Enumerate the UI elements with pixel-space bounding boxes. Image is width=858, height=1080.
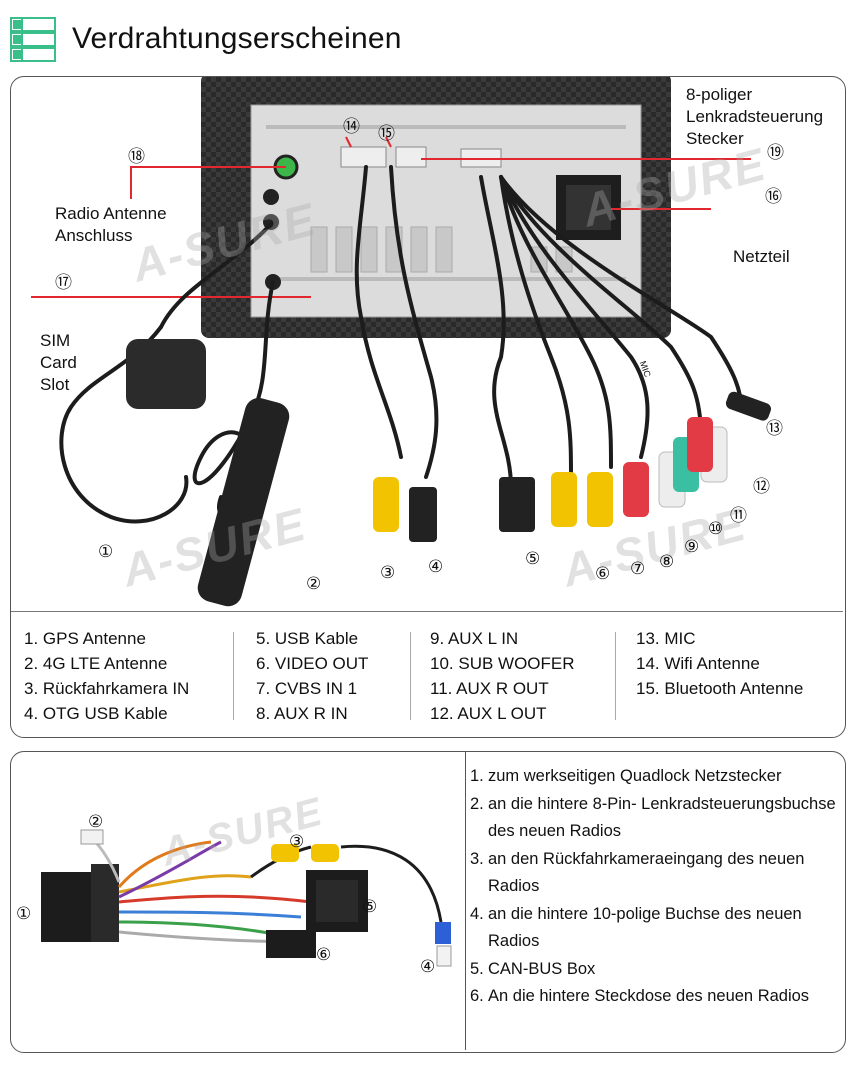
legend-column-3: 9. AUX L IN 10. SUB WOOFER 11. AUX R OUT… xyxy=(430,626,575,726)
legend-column-2: 5. USB Kable 6. VIDEO OUT 7. CVBS IN 1 8… xyxy=(256,626,368,726)
harness-number-4: ④ xyxy=(420,957,436,976)
number-16: ⑯ xyxy=(765,187,782,206)
lte-antenna xyxy=(197,398,290,607)
number-17: ⑰ xyxy=(55,273,72,292)
number-4: ④ xyxy=(428,557,444,576)
head-unit-illustration xyxy=(31,77,772,607)
legend-divider xyxy=(410,632,411,720)
legend-column-4: 13. MIC 14. Wifi Antenne 15. Bluetooth A… xyxy=(636,626,803,701)
number-8: ⑧ xyxy=(659,552,675,571)
harness-number-2: ② xyxy=(88,812,104,831)
head-unit-photo xyxy=(11,77,843,612)
legend-item: 4. OTG USB Kable xyxy=(24,704,168,723)
rca-plugs xyxy=(373,391,772,542)
harness-number-1: ① xyxy=(16,904,32,923)
list-item: 2.an die hintere 8-Pin- Lenkradsteuerung… xyxy=(470,794,836,841)
legend-item: 9. AUX L IN xyxy=(430,629,519,648)
number-12: ⑫ xyxy=(753,477,770,496)
power-label: Netzteil xyxy=(733,247,790,266)
number-6: ⑥ xyxy=(595,564,611,583)
legend-item: 7. CVBS IN 1 xyxy=(256,679,358,698)
sim-card-slot-label: SIM Card Slot xyxy=(40,331,77,394)
number-15: ⑮ xyxy=(378,124,395,143)
legend-item: 14. Wifi Antenne xyxy=(636,654,760,673)
number-9: ⑨ xyxy=(684,537,700,556)
steering-connector-label: 8-poliger Lenkradsteuerung Stecker xyxy=(686,85,824,148)
radio-antenna-label: Radio Antenne Anschluss xyxy=(55,204,167,245)
rear-socket-connector xyxy=(266,930,316,958)
number-2: ② xyxy=(306,574,322,593)
legend-item: 6. VIDEO OUT xyxy=(256,654,369,673)
number-13: ⑬ xyxy=(766,419,783,438)
number-14: ⑭ xyxy=(343,117,360,136)
legend-divider xyxy=(615,632,616,720)
list-item: 3.an den Rückfahrkameraeingang des neuen… xyxy=(470,849,805,896)
legend-column-1: 1. GPS Antenne 2. 4G LTE Antenne 3. Rück… xyxy=(24,626,189,726)
list-icon xyxy=(10,17,56,62)
number-5: ⑤ xyxy=(525,549,541,568)
legend-item: 8. AUX R IN xyxy=(256,704,348,723)
legend-item: 3. Rückfahrkamera IN xyxy=(24,679,190,698)
number-18: ⑱ xyxy=(128,147,145,166)
legend-item: 1. GPS Antenne xyxy=(24,629,146,648)
number-10: ⑩ xyxy=(708,519,724,538)
harness-photo xyxy=(11,752,466,1050)
list-item: 4.an die hintere 10-polige Buchse des ne… xyxy=(470,904,802,951)
harness-number-5: ⑤ xyxy=(362,897,378,916)
legend-item: 12. AUX L OUT xyxy=(430,704,547,723)
legend-item: 10. SUB WOOFER xyxy=(430,654,575,673)
gps-antenna-puck xyxy=(126,339,206,409)
harness-list: 1.zum werkseitigen Quadlock Netzstecker … xyxy=(470,763,850,1011)
harness-panel xyxy=(10,751,846,1053)
harness-number-3: ③ xyxy=(289,832,305,851)
harness-number-6: ⑥ xyxy=(316,945,332,964)
list-item: 6.An die hintere Steckdose des neuen Rad… xyxy=(470,987,810,1005)
list-item: 1.zum werkseitigen Quadlock Netzstecker xyxy=(470,767,782,785)
number-11: ⑪ xyxy=(730,506,747,525)
list-item: 5.CAN-BUS Box xyxy=(470,959,596,978)
number-19: ⑲ xyxy=(767,143,784,162)
legend-divider xyxy=(233,632,234,720)
number-3: ③ xyxy=(380,563,396,582)
legend-item: 11. AUX R OUT xyxy=(430,679,549,698)
page-title: Verdrahtungserscheinen xyxy=(72,22,402,55)
harness-illustration xyxy=(41,829,452,967)
title-row: Verdrahtungserscheinen xyxy=(10,14,402,64)
legend-item: 5. USB Kable xyxy=(256,629,359,648)
legend-item: 15. Bluetooth Antenne xyxy=(636,679,804,698)
legend-item: 13. MIC xyxy=(636,629,696,648)
number-1: ① xyxy=(98,542,114,561)
number-7: ⑦ xyxy=(630,559,646,578)
legend-item: 2. 4G LTE Antenne xyxy=(24,654,168,673)
